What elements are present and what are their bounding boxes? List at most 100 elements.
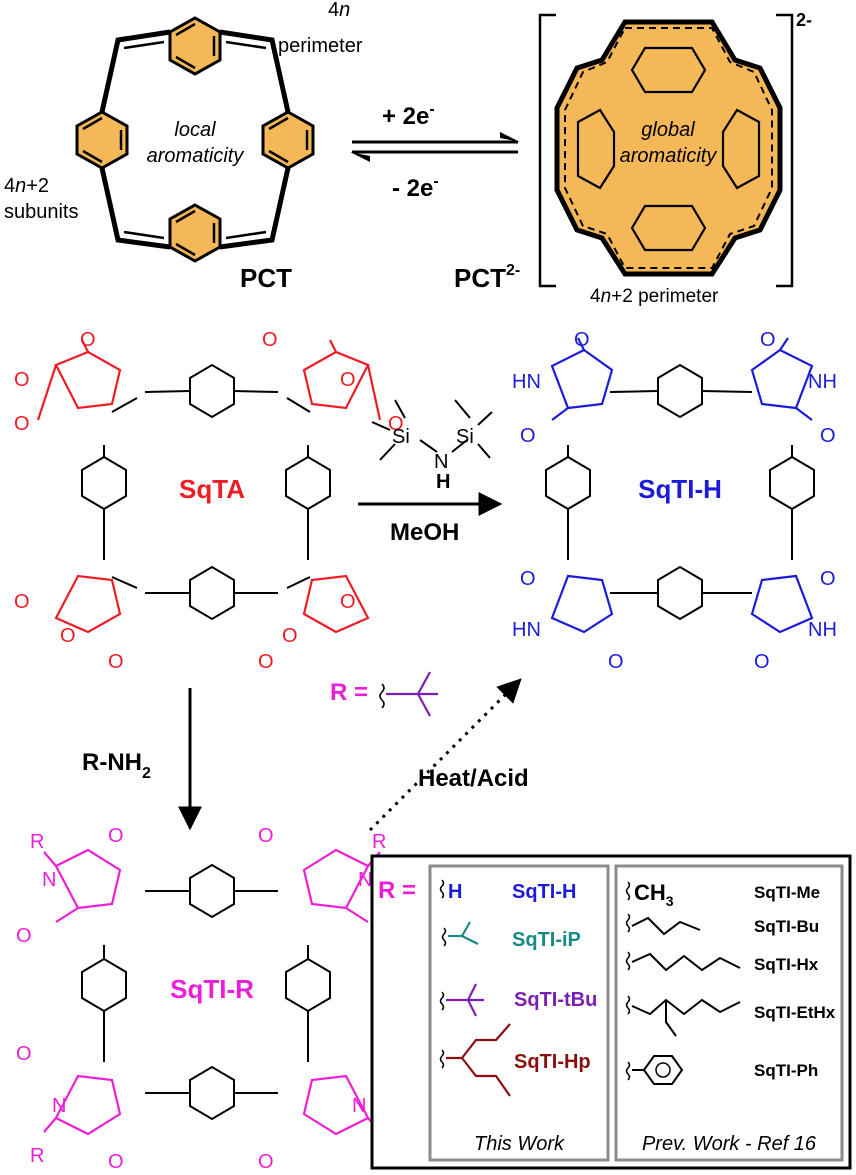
svg-text:R =: R =	[330, 679, 368, 706]
label-this-work: This Work	[474, 1133, 565, 1155]
label-plus-2e: + 2e-	[382, 101, 435, 130]
svg-text:O: O	[340, 591, 356, 613]
pct2-body	[554, 19, 783, 277]
table-r-equals: R =	[378, 877, 416, 904]
svg-text:N: N	[42, 869, 56, 891]
label-charge: 2-	[796, 10, 812, 30]
pct-molecule: 4n perimeter local aromaticity 4n+2 subu…	[4, 0, 363, 293]
pct-ring-left	[75, 110, 129, 170]
svg-text:CH3: CH3	[634, 880, 674, 909]
svg-text:O: O	[754, 651, 770, 673]
svg-text:SqTI-Me: SqTI-Me	[754, 883, 820, 902]
prev-work-row-me: CH3 SqTI-Me	[625, 880, 820, 909]
label-perimeter: perimeter	[278, 35, 363, 57]
svg-text:O: O	[14, 369, 30, 391]
arrow-heat-acid	[368, 678, 522, 832]
svg-text:HN: HN	[512, 371, 541, 393]
label-heat-acid: Heat/Acid	[418, 765, 529, 792]
svg-text:O: O	[340, 369, 356, 391]
svg-text:SqTI-Hp: SqTI-Hp	[514, 1051, 591, 1073]
label-local-aromaticity: aromaticity	[147, 145, 245, 167]
sqtih-molecule: O O HN NH O O O O HN NH O O SqTI-H	[512, 329, 837, 673]
svg-text:R: R	[30, 1145, 44, 1167]
svg-text:O: O	[108, 825, 124, 847]
label-subunits: subunits	[4, 201, 79, 223]
svg-text:H: H	[436, 471, 450, 493]
svg-text:Si: Si	[456, 426, 474, 448]
sqtir-molecule: R O O R N N O O O O N N R O O R SqTI-R	[16, 825, 398, 1173]
svg-text:O: O	[80, 329, 96, 351]
svg-text:R: R	[30, 831, 44, 853]
label-global: global	[641, 119, 695, 141]
svg-text:SqTI-H: SqTI-H	[512, 881, 576, 903]
svg-text:O: O	[820, 425, 836, 447]
svg-text:SqTI-iP: SqTI-iP	[512, 929, 581, 951]
svg-text:O: O	[760, 329, 776, 351]
svg-text:O: O	[608, 651, 624, 673]
svg-text:SqTI-EtHx: SqTI-EtHx	[754, 1003, 836, 1022]
r-tbu-definition: R =	[330, 671, 438, 717]
label-meoh: MeOH	[390, 519, 459, 546]
svg-text:O: O	[108, 651, 124, 673]
label-local: local	[174, 119, 216, 141]
svg-text:NH: NH	[808, 619, 837, 641]
svg-text:O: O	[262, 329, 278, 351]
this-work-row-hp: SqTI-Hp	[439, 1023, 591, 1097]
svg-text:O: O	[388, 413, 404, 435]
svg-text:O: O	[258, 1151, 274, 1173]
label-sqta: SqTA	[179, 474, 245, 504]
label-pct2: PCT2-	[454, 262, 520, 293]
label-global-aromaticity: aromaticity	[620, 145, 718, 167]
sqta-molecule: O O O O O O O O O O O O SqTA	[14, 329, 404, 673]
pct-perimeter	[99, 29, 291, 250]
svg-text:N: N	[358, 869, 372, 891]
svg-text:NH: NH	[808, 371, 837, 393]
hmds-reagent: Si N H Si	[371, 399, 493, 493]
svg-text:O: O	[258, 825, 274, 847]
svg-text:H: H	[448, 881, 462, 903]
svg-text:O: O	[574, 329, 590, 351]
this-work-row-tbu: SqTI-tBu	[439, 983, 597, 1017]
label-sqtir: SqTI-R	[170, 974, 254, 1004]
prev-work-row-bu: SqTI-Bu	[625, 913, 819, 936]
svg-text:O: O	[520, 568, 536, 590]
svg-text:SqTI-Ph: SqTI-Ph	[754, 1061, 818, 1080]
svg-text:SqTI-Hx: SqTI-Hx	[754, 955, 819, 974]
prev-work-row-ph: SqTI-Ph	[625, 1055, 818, 1085]
prev-work-row-hx: SqTI-Hx	[625, 951, 819, 974]
label-minus-2e: - 2e-	[392, 173, 439, 202]
label-amine: R-NH2	[82, 749, 151, 782]
svg-text:SqTI-Bu: SqTI-Bu	[754, 917, 819, 936]
pct2-molecule: global aromaticity 2- PCT2- 4n+2 perimet…	[454, 10, 812, 307]
pct-ring-right	[261, 110, 315, 170]
svg-text:HN: HN	[512, 619, 541, 641]
label-4n2: 4n+2	[4, 175, 49, 197]
label-4n2-perimeter: 4n+2 perimeter	[590, 286, 719, 307]
this-work-row-ip: SqTI-iP	[441, 921, 581, 951]
equilibrium-arrows: + 2e- - 2e-	[350, 101, 520, 202]
svg-text:O: O	[820, 568, 836, 590]
svg-text:O: O	[282, 625, 298, 647]
pct-ring-top	[168, 16, 222, 76]
pct-ring-bottom	[168, 203, 222, 263]
label-prev-work: Prev. Work - Ref 16	[642, 1133, 817, 1155]
svg-text:O: O	[14, 413, 30, 435]
label-4n: 4n	[328, 0, 350, 21]
svg-text:O: O	[60, 625, 76, 647]
svg-text:N: N	[352, 1095, 366, 1117]
label-sqtih: SqTI-H	[638, 474, 722, 504]
prev-work-row-ethx: SqTI-EtHx	[625, 995, 836, 1037]
svg-text:SqTI-tBu: SqTI-tBu	[514, 989, 597, 1011]
label-pct: PCT	[240, 263, 292, 293]
svg-text:R: R	[372, 831, 386, 853]
substituent-table: R = H SqTI-H SqTI-iP SqTI-tBu SqTI-Hp Th…	[370, 854, 852, 1170]
svg-text:N: N	[52, 1095, 66, 1117]
svg-text:O: O	[16, 925, 32, 947]
svg-text:O: O	[258, 651, 274, 673]
svg-text:N: N	[434, 451, 448, 473]
svg-text:O: O	[108, 1151, 124, 1173]
svg-text:O: O	[520, 425, 536, 447]
svg-text:O: O	[14, 591, 30, 613]
svg-text:Si: Si	[392, 426, 410, 448]
